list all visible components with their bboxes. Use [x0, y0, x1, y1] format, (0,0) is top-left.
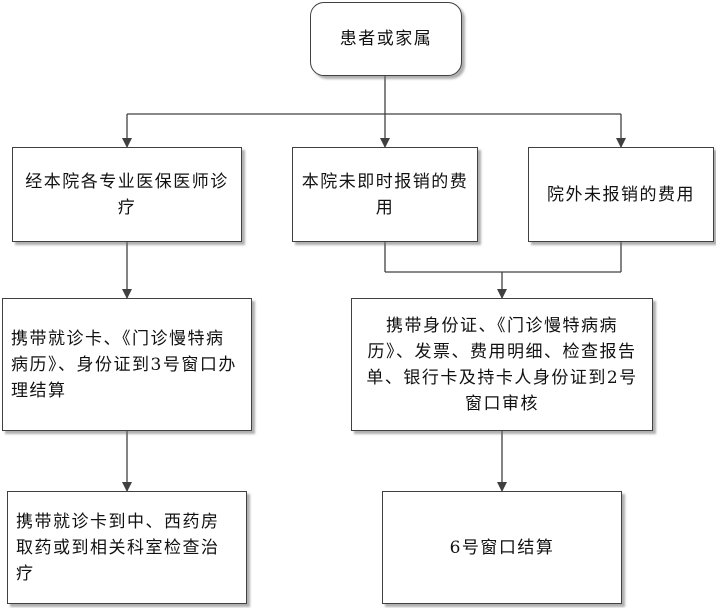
node-pharmacy-or-exam: 携带就诊卡到中、西药房取药或到相关科室检查治疗 — [7, 491, 247, 604]
node-patient: 患者或家属 — [310, 2, 462, 76]
node-window2-review: 携带身份证、《门诊慢特病病历》、发票、费用明细、检查报告单、银行卡及持卡人身份证… — [351, 298, 653, 431]
node-doctor-visit: 经本院各专业医保医师诊疗 — [12, 147, 242, 242]
node-window2-review-label: 携带身份证、《门诊慢特病病历》、发票、费用明细、检查报告单、银行卡及持卡人身份证… — [366, 315, 638, 414]
node-outside-unclaimed-label: 院外未报销的费用 — [547, 184, 695, 205]
node-pharmacy-or-exam-label: 携带就诊卡到中、西药房取药或到相关科室检查治疗 — [16, 511, 220, 584]
node-window6-settle-label: 6号窗口结算 — [449, 537, 555, 558]
node-window3-settlement-label: 携带就诊卡、《门诊慢特病病历》、身份证到3号窗口办理结算 — [11, 328, 237, 401]
node-window3-settlement: 携带就诊卡、《门诊慢特病病历》、身份证到3号窗口办理结算 — [2, 298, 252, 431]
node-outside-unclaimed: 院外未报销的费用 — [528, 147, 714, 242]
node-window6-settle: 6号窗口结算 — [382, 491, 622, 604]
node-patient-label: 患者或家属 — [339, 29, 433, 49]
node-doctor-visit-label: 经本院各专业医保医师诊疗 — [25, 171, 229, 218]
node-in-hospital-unclaimed-label: 本院未即时报销的费用 — [301, 171, 469, 218]
node-in-hospital-unclaimed: 本院未即时报销的费用 — [292, 147, 478, 242]
